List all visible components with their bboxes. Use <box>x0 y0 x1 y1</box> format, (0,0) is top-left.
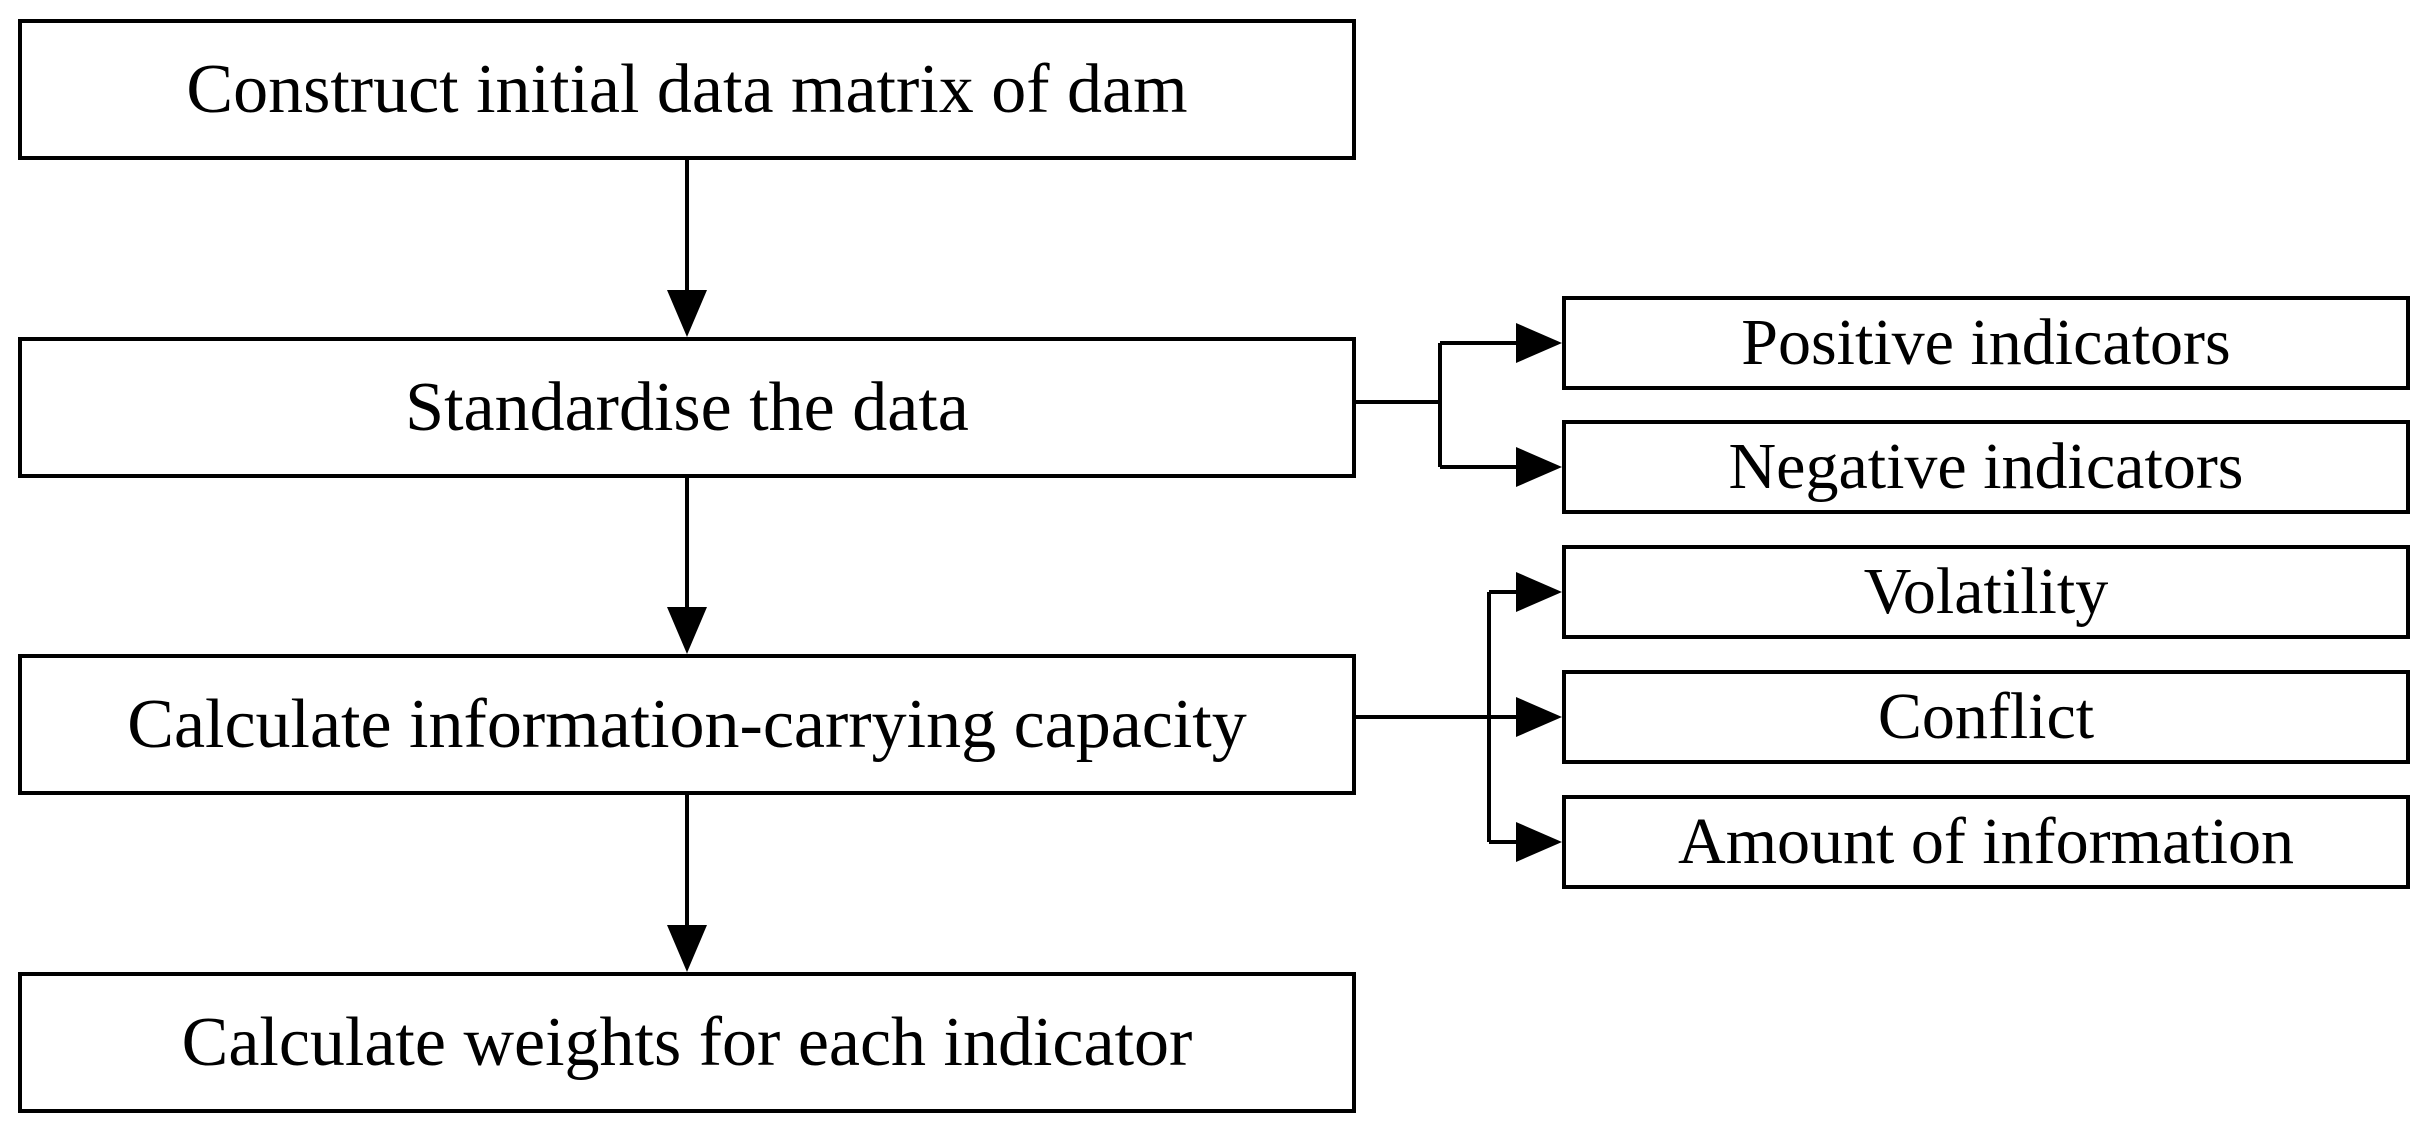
step-calculate-weights: Calculate weights for each indicator <box>18 972 1356 1113</box>
step-calculate-capacity: Calculate information-carrying capacity <box>18 654 1356 795</box>
step-calculate-capacity-label: Calculate information-carrying capacity <box>127 685 1247 763</box>
branch-volatility: Volatility <box>1562 545 2410 639</box>
branch-negative-indicators: Negative indicators <box>1562 420 2410 514</box>
branch-amount-of-information-label: Amount of information <box>1678 805 2294 878</box>
step-calculate-weights-label: Calculate weights for each indicator <box>181 1003 1193 1081</box>
branch-conflict: Conflict <box>1562 670 2410 764</box>
branch-conflict-label: Conflict <box>1877 680 2095 753</box>
branch-positive-indicators: Positive indicators <box>1562 296 2410 390</box>
branch-positive-indicators-label: Positive indicators <box>1741 306 2231 379</box>
connector-standardise-branches <box>1356 323 1562 487</box>
connector-capacity-branches <box>1356 572 1562 862</box>
branch-volatility-label: Volatility <box>1863 555 2109 628</box>
arrow-construct-to-standardise <box>667 160 707 337</box>
arrow-capacity-to-weights <box>667 795 707 972</box>
step-standardise-data-label: Standardise the data <box>405 368 969 446</box>
branch-amount-of-information: Amount of information <box>1562 795 2410 889</box>
arrow-standardise-to-capacity <box>667 478 707 654</box>
step-construct-matrix-label: Construct initial data matrix of dam <box>186 50 1188 128</box>
step-standardise-data: Standardise the data <box>18 337 1356 478</box>
branch-negative-indicators-label: Negative indicators <box>1728 430 2244 503</box>
step-construct-matrix: Construct initial data matrix of dam <box>18 19 1356 160</box>
